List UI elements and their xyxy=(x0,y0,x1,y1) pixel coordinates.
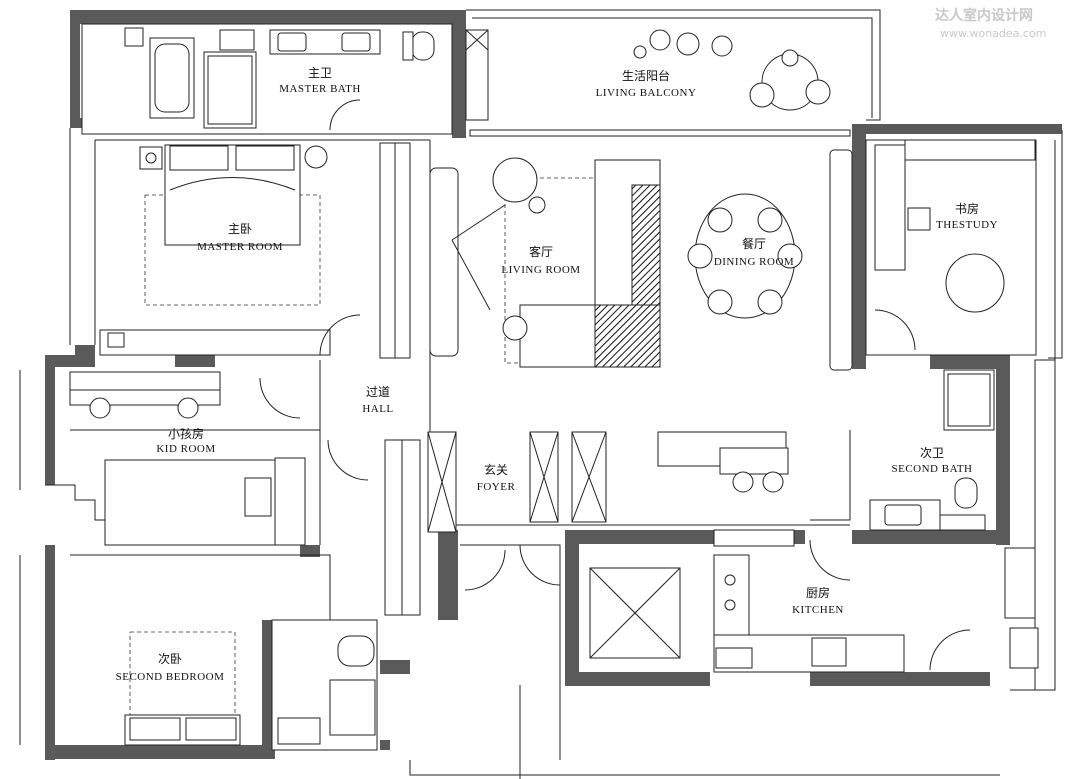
master-bath-label-en: MASTER BATH xyxy=(279,83,361,95)
kid-room-label-en: KID ROOM xyxy=(156,443,215,455)
bar-table xyxy=(657,431,789,493)
master-room-label-cn: 主卧 xyxy=(228,222,252,236)
balcony-fixtures xyxy=(465,29,831,121)
outlines xyxy=(19,9,1063,779)
hall-label-en: HALL xyxy=(362,403,393,415)
living-balcony-label-en: LIVING BALCONY xyxy=(596,87,697,99)
watermark-cn: 达人室内设计网 xyxy=(935,7,1033,24)
dining-room-label-cn: 餐厅 xyxy=(742,236,766,251)
second-bedroom-label-cn: 次卧 xyxy=(158,652,182,666)
master-bath-fixtures xyxy=(81,23,453,135)
kid-room-label-cn: 小孩房 xyxy=(168,426,204,441)
study-label-en: THESTUDY xyxy=(936,219,998,231)
living-room-label-en: LIVING ROOM xyxy=(501,264,580,276)
living-room-furniture xyxy=(429,157,661,368)
watermark: 达人室内设计网 www.wonadea.com xyxy=(935,7,1046,40)
second-bath-label-en: SECOND BATH xyxy=(892,463,973,475)
foyer-label-cn: 玄关 xyxy=(484,462,508,477)
room-labels: 主卫 MASTER BATH 生活阳台 LIVING BALCONY 主卧 MA… xyxy=(116,66,998,683)
living-room-label-cn: 客厅 xyxy=(529,244,553,259)
study-label-cn: 书房 xyxy=(955,201,979,216)
dining-room-label-en: DINING ROOM xyxy=(714,256,794,268)
master-room-label-en: MASTER ROOM xyxy=(197,241,283,253)
second-bedroom-furniture xyxy=(124,547,1039,751)
walls xyxy=(45,10,1062,760)
watermark-url: www.wonadea.com xyxy=(940,27,1046,40)
hall-label-cn: 过道 xyxy=(366,385,390,399)
second-bath-fixtures xyxy=(869,369,995,531)
dining-room-furniture xyxy=(687,149,853,371)
kitchen-label-cn: 厨房 xyxy=(806,585,830,600)
master-bath-label-cn: 主卫 xyxy=(308,66,332,80)
study-furniture xyxy=(865,139,1037,356)
second-bedroom-label-en: SECOND BEDROOM xyxy=(116,671,225,683)
master-room-furniture xyxy=(99,142,411,359)
second-bath-label-cn: 次卫 xyxy=(920,446,944,460)
foyer-cabinets xyxy=(384,431,607,616)
kitchen-label-en: KITCHEN xyxy=(792,604,844,616)
living-balcony-label-cn: 生活阳台 xyxy=(622,68,670,83)
foyer-label-en: FOYER xyxy=(477,481,516,493)
kitchen-fixtures xyxy=(589,529,905,673)
kid-room-furniture xyxy=(55,371,306,546)
